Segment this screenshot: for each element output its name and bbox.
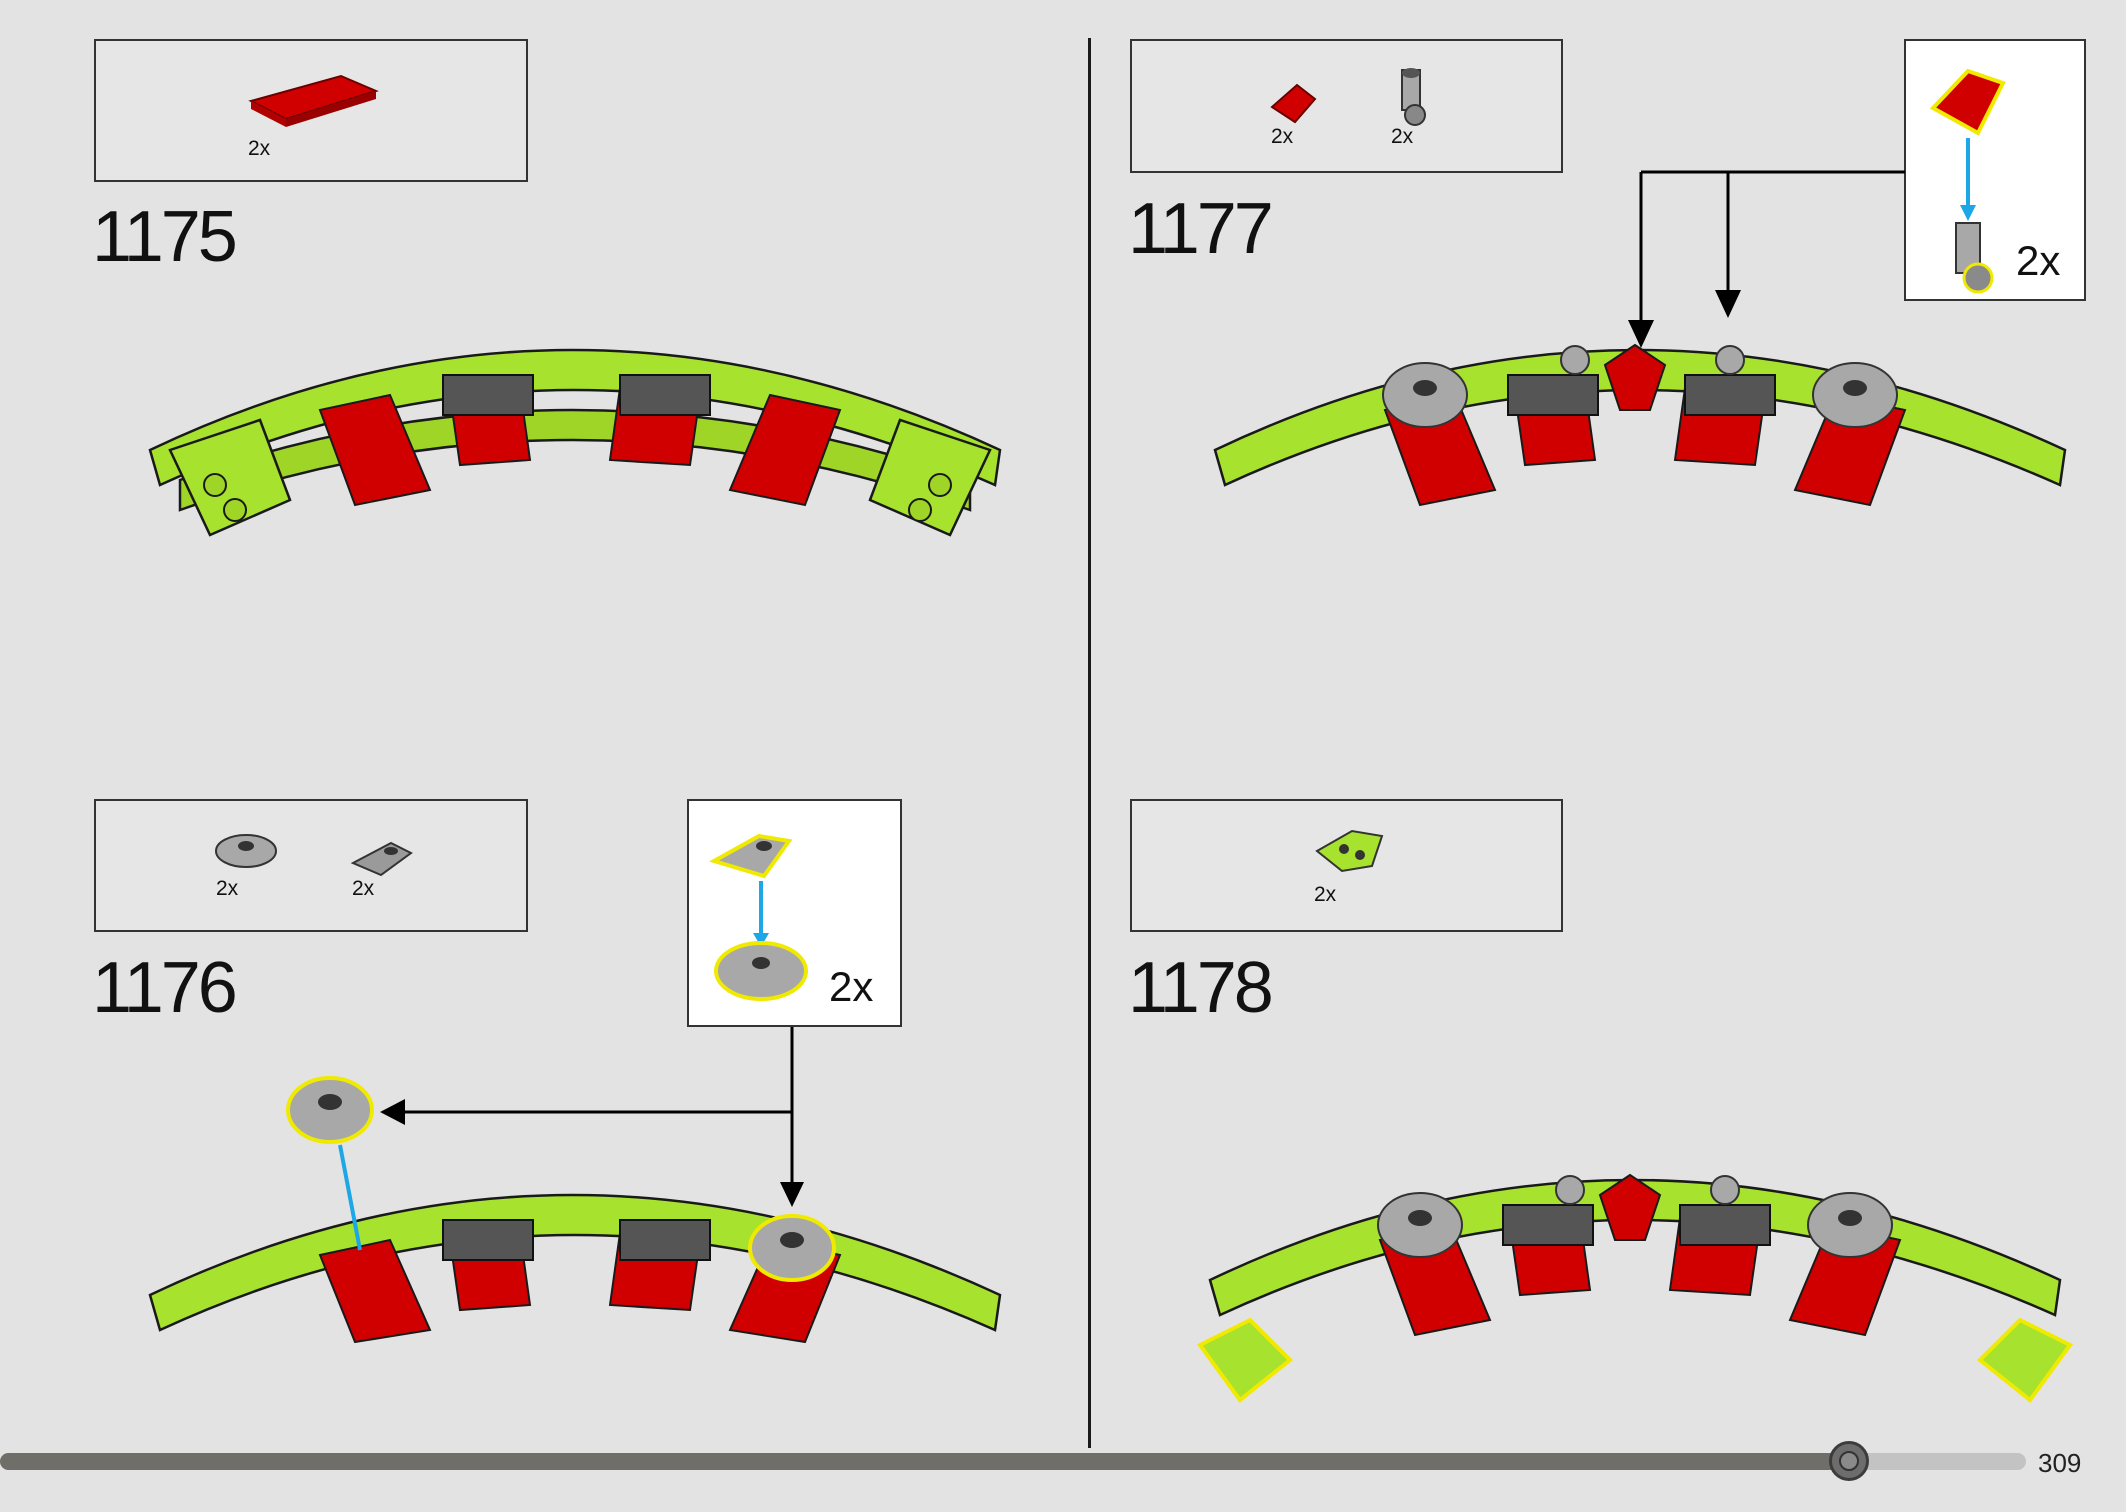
step-number-1175: 1175 (92, 197, 238, 277)
wedge-plate-part-icon (350, 841, 413, 877)
progress-bar[interactable] (0, 1453, 2026, 1470)
parts-list-1178: 2x (1130, 799, 1563, 932)
callout-qty: 2x (829, 963, 874, 1010)
progress-slider-handle[interactable] (1828, 1441, 1869, 1481)
part-qty: 2x (352, 877, 375, 900)
parts-list-1176: 2x 2x (94, 799, 528, 932)
coaster-track-1177 (1213, 343, 2067, 507)
callout-1177: 2x (1904, 39, 2086, 301)
callout-qty: 2x (2016, 237, 2061, 284)
round-plate-part-icon (215, 834, 277, 868)
subassembly-icon (1929, 68, 2006, 294)
step-number-1178: 1178 (1128, 948, 1274, 1028)
part-qty: 2x (216, 877, 239, 900)
page-number: 309 (2038, 1448, 2082, 1478)
parts-list-1177: 2x 2x (1130, 39, 1563, 173)
parts-list-1175: 2x (94, 39, 528, 182)
part-qty: 2x (1271, 125, 1294, 148)
progress-fill (0, 1453, 1849, 1470)
lime-wedge-part-icon (1315, 829, 1384, 873)
red-slope-part-icon (1270, 83, 1317, 124)
part-qty: 2x (1391, 125, 1414, 148)
coaster-track-1178 (1196, 1173, 2074, 1403)
part-qty: 2x (248, 137, 271, 160)
subassembly-icon (708, 833, 808, 1001)
callout-arrows-1176 (380, 1027, 804, 1207)
coaster-track-1175 (148, 348, 1002, 537)
red-tile-part-icon (248, 74, 379, 127)
coaster-track-1176 (148, 1076, 1002, 1344)
step-number-1176: 1176 (92, 948, 238, 1028)
part-qty: 2x (1314, 883, 1337, 906)
callout-arrows-1177 (1628, 170, 1905, 348)
step-number-1177: 1177 (1128, 189, 1274, 269)
callout-1176: 2x (687, 799, 902, 1027)
page-divider (1088, 38, 1091, 1448)
hinge-brick-part-icon (1401, 68, 1426, 126)
